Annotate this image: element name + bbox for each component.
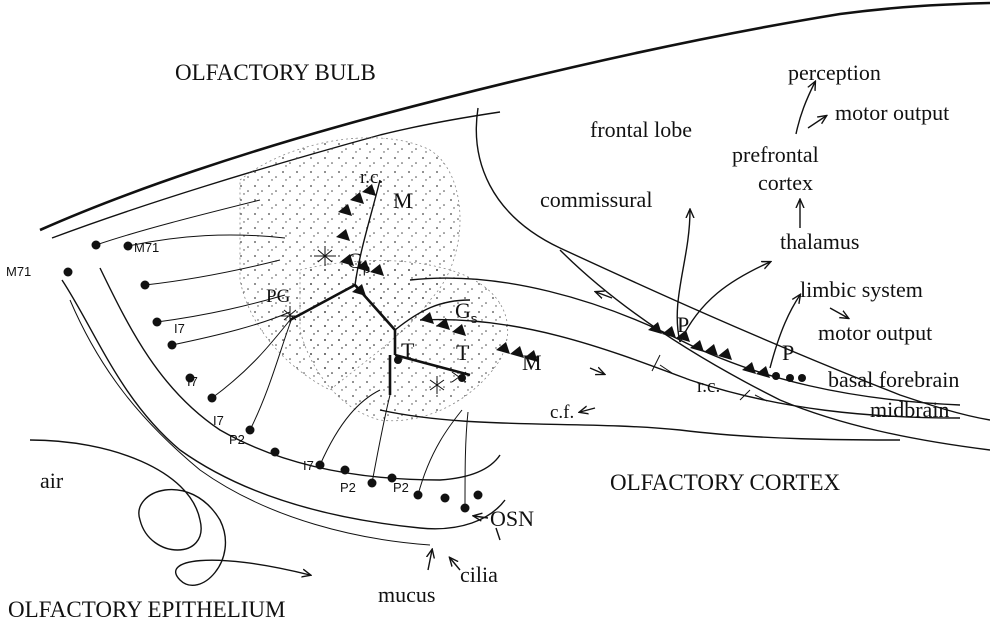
label-p2-c: P2: [393, 480, 409, 495]
label-olfactory-bulb: OLFACTORY BULB: [175, 60, 376, 85]
label-prefrontal: prefrontal: [732, 142, 819, 167]
label-limbic-system: limbic system: [800, 277, 923, 302]
label-cf: c.f.: [550, 402, 574, 423]
label-pg: PG: [266, 286, 291, 307]
label-i7-a: I7: [174, 321, 185, 336]
label-t1: T: [401, 338, 415, 363]
label-p2-b: P2: [340, 480, 356, 495]
label-rc-cortex: r.c.: [697, 376, 720, 397]
label-p2: P: [782, 340, 794, 365]
label-perception: perception: [788, 60, 881, 85]
label-m-top: M: [393, 188, 413, 213]
label-midbrain: midbrain: [870, 397, 949, 422]
label-air: air: [40, 468, 64, 493]
label-cortex: cortex: [758, 170, 813, 195]
label-p2-a: P2: [229, 432, 245, 447]
label-m71-left: M71: [6, 264, 31, 279]
label-p1: P: [677, 312, 689, 337]
label-basal-forebrain: basal forebrain: [828, 367, 959, 392]
label-t2: T: [456, 340, 470, 365]
label-gs-main: G: [455, 298, 471, 323]
label-m71-right: M71: [134, 240, 159, 255]
label-olfactory-epithelium: OLFACTORY EPITHELIUM: [8, 597, 286, 622]
label-gs-sub: s: [471, 311, 478, 326]
label-frontal-lobe: frontal lobe: [590, 117, 692, 142]
label-thalamus: thalamus: [780, 229, 859, 254]
air-flow: [30, 440, 310, 585]
label-i7-c: I7: [213, 413, 224, 428]
label-gp-sub: p: [363, 261, 370, 276]
label-commissural: commissural: [540, 187, 652, 212]
label-cilia: cilia: [460, 562, 498, 587]
label-i7-d: I7: [303, 458, 314, 473]
label-osn: OSN: [490, 506, 534, 531]
label-rc-bulb: r.c.: [360, 167, 383, 188]
label-i7-b: I7: [187, 374, 198, 389]
label-olfactory-cortex: OLFACTORY CORTEX: [610, 470, 841, 495]
label-mucus: mucus: [378, 582, 435, 607]
label-motor-output-mid: motor output: [818, 320, 932, 345]
label-motor-output-top: motor output: [835, 100, 949, 125]
flow-arrows: [580, 292, 612, 412]
label-m-mid: M: [522, 350, 542, 375]
label-gp-main: G: [347, 248, 363, 273]
